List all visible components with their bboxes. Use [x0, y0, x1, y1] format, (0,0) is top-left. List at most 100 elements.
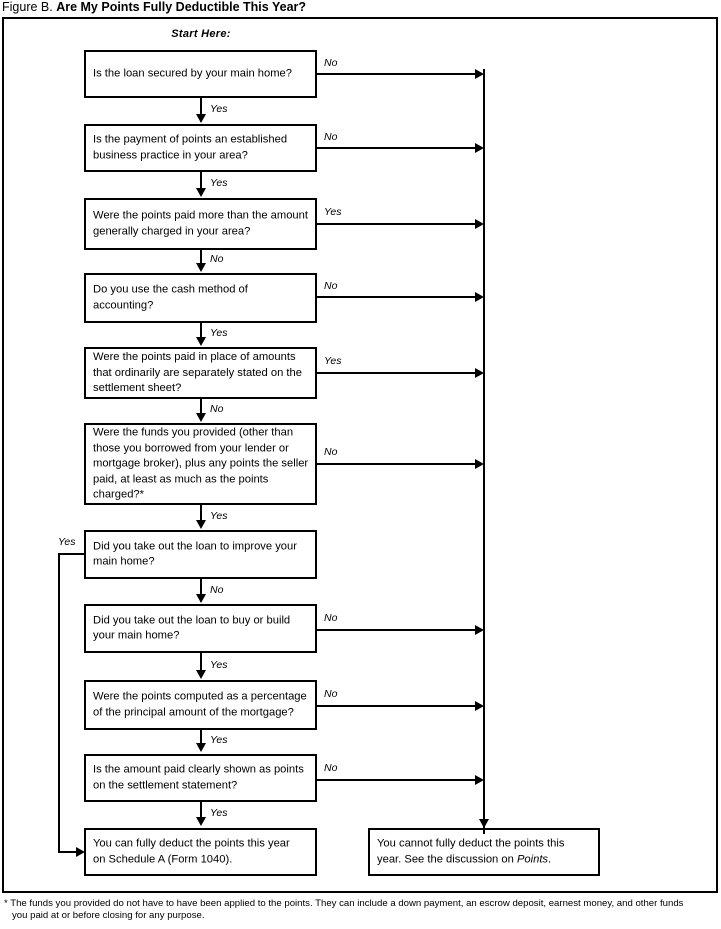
outcome-text-deductible: You can fully deduct the points this yea…: [93, 837, 310, 868]
connector-q10-outcome-arrow: [196, 817, 206, 826]
outcome-not-deductible-points-ref: Points: [516, 853, 549, 865]
decision-text-q10: Is the amount paid clearly shown as poin…: [93, 763, 304, 792]
branch-line-q1-no: [317, 73, 477, 75]
figure-title-text: Are My Points Fully Deductible This Year…: [56, 0, 307, 14]
edge-label-q4-no: No: [324, 280, 338, 292]
figure-title: Figure B. Are My Points Fully Deductible…: [2, 0, 702, 16]
outcome-text-not-deductible: You cannot fully deduct the points this …: [377, 837, 593, 868]
branch-line-q8-no: [317, 629, 477, 631]
loop-line-q7-yes-vertical: [58, 553, 60, 852]
decision-box-q9: Were the points computed as a percentage…: [84, 680, 317, 730]
connector-q3-q4-arrow: [196, 263, 206, 272]
decision-box-q2: Is the payment of points an established …: [84, 124, 317, 172]
edge-label-q10-yes: Yes: [210, 807, 228, 819]
edge-label-q5-yes: Yes: [324, 355, 342, 367]
decision-text-q2: Is the payment of points an established …: [93, 133, 288, 162]
branch-arrow-q4-no: [475, 292, 484, 302]
edge-label-q7-no: No: [210, 584, 224, 596]
decision-text-q1: Is the loan secured by your main home?: [93, 67, 292, 80]
branch-arrow-q10-no: [475, 775, 484, 785]
edge-label-q1-no: No: [324, 57, 338, 69]
decision-text-q7: Did you take out the loan to improve you…: [93, 540, 297, 568]
edge-label-q4-yes: Yes: [210, 327, 228, 339]
right-trunk-terminal-arrow: [479, 819, 489, 828]
connector-q5-q6-line: [200, 399, 202, 414]
loop-arrow-q7-yes: [76, 847, 85, 857]
right-trunk-line: [483, 69, 485, 834]
edge-label-q9-no: No: [324, 688, 338, 700]
connector-q5-q6-arrow: [196, 413, 206, 422]
footnote: * The funds you provided do not have to …: [4, 898, 718, 923]
decision-text-q4: Do you use the cash method of accounting…: [93, 283, 248, 312]
connector-q6-q7-line: [200, 505, 202, 521]
outcome-box-deductible: You can fully deduct the points this yea…: [84, 828, 317, 876]
connector-q8-q9-arrow: [196, 670, 206, 679]
branch-line-q6-no: [317, 463, 477, 465]
edge-label-q2-yes: Yes: [210, 177, 228, 189]
branch-arrow-q6-no: [475, 459, 484, 469]
branch-line-q5-yes: [317, 372, 477, 374]
branch-arrow-q8-no: [475, 625, 484, 635]
footnote-line2: you paid at or before closing for any pu…: [12, 910, 205, 922]
edge-label-q8-no: No: [324, 612, 338, 624]
edge-label-q3-yes: Yes: [324, 206, 342, 218]
edge-label-q5-no: No: [210, 403, 224, 415]
decision-box-q10: Is the amount paid clearly shown as poin…: [84, 754, 317, 802]
branch-line-q9-no: [317, 705, 477, 707]
outcome-deductible-line2: on Schedule A (Form 1040).: [93, 853, 233, 865]
connector-q9-q10-arrow: [196, 743, 206, 752]
connector-q2-q3-line: [200, 172, 202, 189]
edge-label-q8-yes: Yes: [210, 659, 228, 671]
branch-line-q3-yes: [317, 223, 477, 225]
connector-q8-q9-line: [200, 653, 202, 670]
connector-q1-q2-line: [200, 98, 202, 115]
edge-label-q3-no: No: [210, 253, 224, 265]
loop-line-q7-yes-bottom: [58, 851, 78, 853]
figure-label: Figure B.: [2, 0, 53, 14]
outcome-not-deductible-line2-a: year. See the discussion on: [377, 853, 517, 865]
connector-q4-q5-arrow: [196, 337, 206, 346]
edge-label-q1-yes: Yes: [210, 103, 228, 115]
loop-line-q7-yes-top: [58, 553, 84, 555]
decision-text-q8: Did you take out the loan to buy or buil…: [93, 614, 291, 642]
edge-label-q6-no: No: [324, 446, 338, 458]
branch-line-q10-no: [317, 779, 477, 781]
connector-q4-q5-line: [200, 323, 202, 338]
footnote-line1: * The funds you provided do not have to …: [4, 898, 684, 909]
connector-q7-q8-arrow: [196, 594, 206, 603]
edge-label-q10-no: No: [324, 762, 338, 774]
edge-label-q9-yes: Yes: [210, 734, 228, 746]
branch-arrow-q2-no: [475, 143, 484, 153]
start-here-label: Start Here:: [171, 28, 231, 40]
decision-box-q5: Were the points paid in place of amounts…: [84, 347, 317, 399]
branch-line-q4-no: [317, 296, 477, 298]
decision-box-q3: Were the points paid more than the amoun…: [84, 198, 317, 250]
decision-text-q6: Were the funds you provided (other than …: [93, 426, 309, 501]
outcome-not-deductible-line1: You cannot fully deduct the points this: [377, 837, 565, 850]
connector-q9-q10-line: [200, 730, 202, 744]
connector-q2-q3-arrow: [196, 188, 206, 197]
branch-line-q2-no: [317, 147, 477, 149]
edge-label-q2-no: No: [324, 131, 338, 143]
decision-box-q6: Were the funds you provided (other than …: [84, 423, 317, 505]
decision-box-q8: Did you take out the loan to buy or buil…: [84, 604, 317, 653]
outcome-not-deductible-line2-b: .: [548, 853, 552, 865]
connector-q6-q7-arrow: [196, 520, 206, 529]
outcome-deductible-line1: You can fully deduct the points this yea…: [93, 837, 290, 850]
branch-arrow-q3-yes: [475, 219, 484, 229]
branch-arrow-q1-no: [475, 69, 484, 79]
branch-arrow-q5-yes: [475, 368, 484, 378]
edge-label-q6-yes: Yes: [210, 510, 228, 522]
connector-q3-q4-line: [200, 250, 202, 264]
decision-box-q4: Do you use the cash method of accounting…: [84, 273, 317, 323]
decision-text-q9: Were the points computed as a percentage…: [93, 690, 307, 719]
decision-text-q5: Were the points paid in place of amounts…: [93, 350, 302, 394]
chart-frame: [2, 17, 718, 893]
branch-arrow-q9-no: [475, 701, 484, 711]
outcome-box-not-deductible: You cannot fully deduct the points this …: [368, 828, 600, 876]
connector-q7-q8-line: [200, 579, 202, 595]
decision-text-q3: Were the points paid more than the amoun…: [93, 209, 308, 238]
connector-q10-outcome-line: [200, 802, 202, 818]
connector-q1-q2-arrow: [196, 114, 206, 123]
